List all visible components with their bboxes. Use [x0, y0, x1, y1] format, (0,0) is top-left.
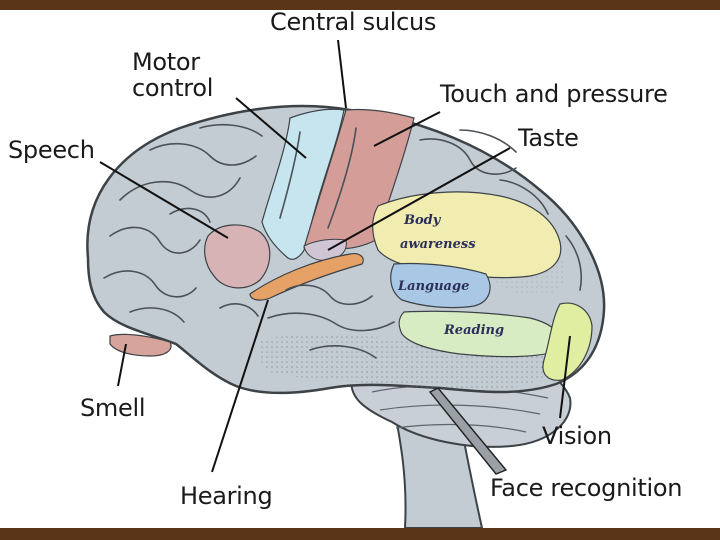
- label-motor-control-2: control: [132, 76, 213, 101]
- label-speech: Speech: [8, 138, 95, 163]
- language-text: Language: [397, 279, 469, 294]
- label-face-recognition: Face recognition: [490, 476, 682, 501]
- label-smell: Smell: [80, 396, 145, 421]
- label-vision: Vision: [542, 424, 612, 449]
- reading-text: Reading: [443, 323, 504, 338]
- body-awareness-text-2: awareness: [400, 237, 476, 252]
- bottom-frame-bar: [0, 528, 720, 540]
- label-hearing: Hearing: [180, 484, 272, 509]
- label-taste: Taste: [518, 126, 579, 151]
- label-central-sulcus: Central sulcus: [270, 10, 436, 35]
- label-touch-pressure: Touch and pressure: [440, 82, 668, 107]
- label-motor-control-1: Motor: [132, 50, 200, 75]
- body-awareness-text-1: Body: [403, 213, 442, 228]
